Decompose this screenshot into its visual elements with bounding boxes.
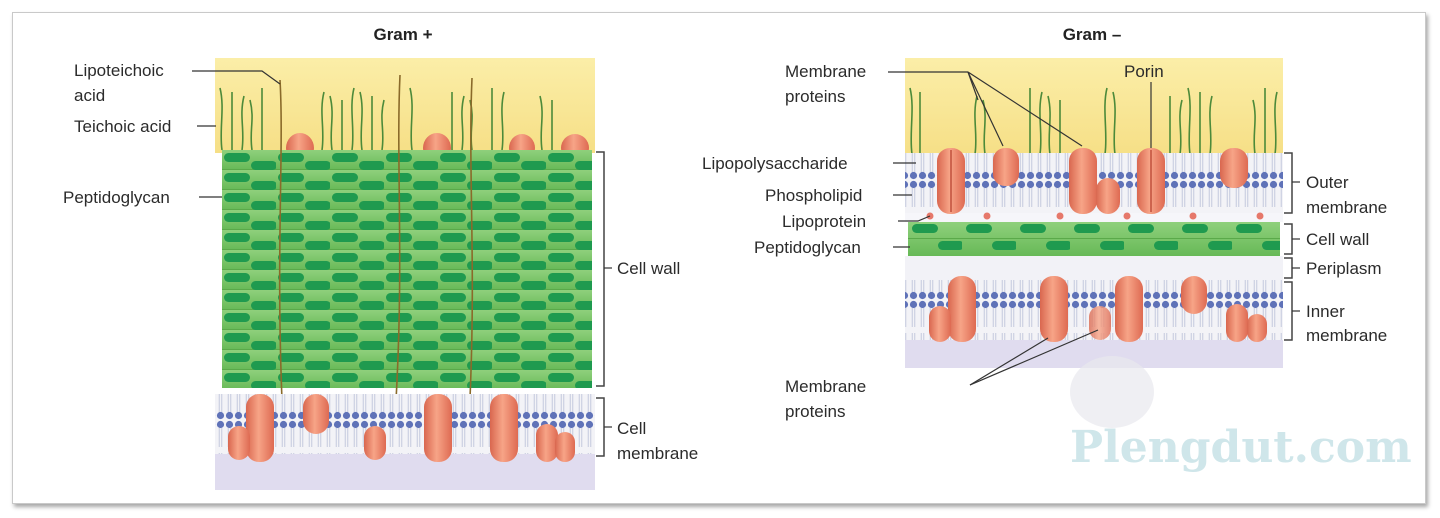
inner-membrane-proteins (929, 276, 1267, 342)
strand (351, 87, 355, 151)
membrane-proteins-top-label-line1: Membrane (785, 62, 866, 81)
cell-wall-bracket (596, 151, 605, 387)
strand (539, 95, 543, 151)
outer-membrane-proteins (937, 148, 1248, 214)
peptidoglycan-label: Peptidoglycan (63, 188, 170, 207)
strand (1209, 95, 1213, 155)
periplasm-bracket (1284, 257, 1293, 279)
strand (1104, 87, 1108, 155)
strand (249, 99, 253, 151)
periplasm-lower (905, 256, 1283, 280)
gram-positive-panel: Gram + Lipoteichoic acid Teichoic acid P… (63, 25, 698, 490)
strand (1252, 99, 1256, 155)
outer-membrane-label-line1: Outer (1306, 173, 1349, 192)
gram-negative-peptidoglycan-layer (908, 222, 1280, 256)
periplasm-space (905, 213, 1283, 222)
inner-membrane-bracket (1284, 281, 1293, 341)
gram-positive-title: Gram + (373, 25, 432, 44)
gram-negative-title: Gram – (1063, 25, 1122, 44)
strand (219, 87, 223, 151)
lipopolysaccharide-label: Lipopolysaccharide (702, 154, 848, 173)
gram-negative-leader-lines (888, 71, 1300, 386)
strand (461, 95, 465, 151)
gram-positive-extracellular-space (215, 58, 595, 153)
strand (329, 95, 333, 151)
lipoprotein-anchors (926, 212, 1264, 220)
watermark-logo-icon (1070, 356, 1154, 428)
watermark: Plengdut.com (1070, 356, 1412, 473)
strand (1187, 87, 1191, 155)
gram-negative-extracellular-space (905, 58, 1283, 156)
strand (359, 91, 363, 151)
cell-membrane-label-line1: Cell (617, 419, 646, 438)
lipoprotein-label: Lipoprotein (782, 212, 866, 231)
periplasm-label: Periplasm (1306, 259, 1382, 278)
watermark-text: Plengdut.com (1070, 422, 1412, 473)
strand (1112, 91, 1116, 155)
gram-positive-cell-membrane (215, 394, 595, 454)
gram-positive-membrane-proteins (228, 394, 575, 462)
cell-wall-label: Cell wall (617, 259, 680, 278)
gram-positive-cytoplasm (215, 452, 595, 490)
teichoic-acid-strands (219, 87, 553, 151)
membrane-proteins-bottom-label-line1: Membrane (785, 377, 866, 396)
cell-membrane-bracket (596, 397, 605, 457)
cell-membrane-label-line2: membrane (617, 444, 698, 463)
membrane-proteins-top-label-line2: proteins (785, 87, 845, 106)
lipopolysaccharide-strands (909, 87, 1278, 155)
strand (974, 95, 978, 155)
strand (321, 91, 325, 151)
outer-membrane-bracket (1284, 152, 1293, 214)
teichoic-acid-label: Teichoic acid (74, 117, 171, 136)
phospholipid-label: Phospholipid (765, 186, 862, 205)
gram-negative-panel: Gram – Membrane proteins Porin Lipopolys… (702, 25, 1387, 421)
gram-positive-leader-lines (192, 70, 612, 428)
peptidoglycan-negative-label: Peptidoglycan (754, 238, 861, 257)
lipoteichoic-acid-label-line2: acid (74, 86, 105, 105)
porin-label: Porin (1124, 62, 1164, 81)
strand (1274, 91, 1278, 155)
outer-membrane-label-line2: membrane (1306, 198, 1387, 217)
cell-wall-bracket-negative (1284, 223, 1293, 255)
lipoteichoic-acid-threads (278, 74, 474, 401)
strand (1039, 91, 1043, 155)
lipoteichoic-acid-label-line1: Lipoteichoic (74, 61, 164, 80)
membrane-proteins-bottom-label-line2: proteins (785, 402, 845, 421)
strand (501, 91, 505, 151)
strand (241, 95, 245, 151)
cell-wall-negative-label: Cell wall (1306, 230, 1369, 249)
inner-membrane-label-line1: Inner (1306, 302, 1345, 321)
strand (381, 99, 385, 151)
inner-membrane-label-line2: membrane (1306, 326, 1387, 345)
strand (409, 87, 413, 151)
strand (1179, 99, 1183, 155)
gram-positive-peptidoglycan-layer (222, 150, 592, 388)
strand (909, 87, 913, 155)
